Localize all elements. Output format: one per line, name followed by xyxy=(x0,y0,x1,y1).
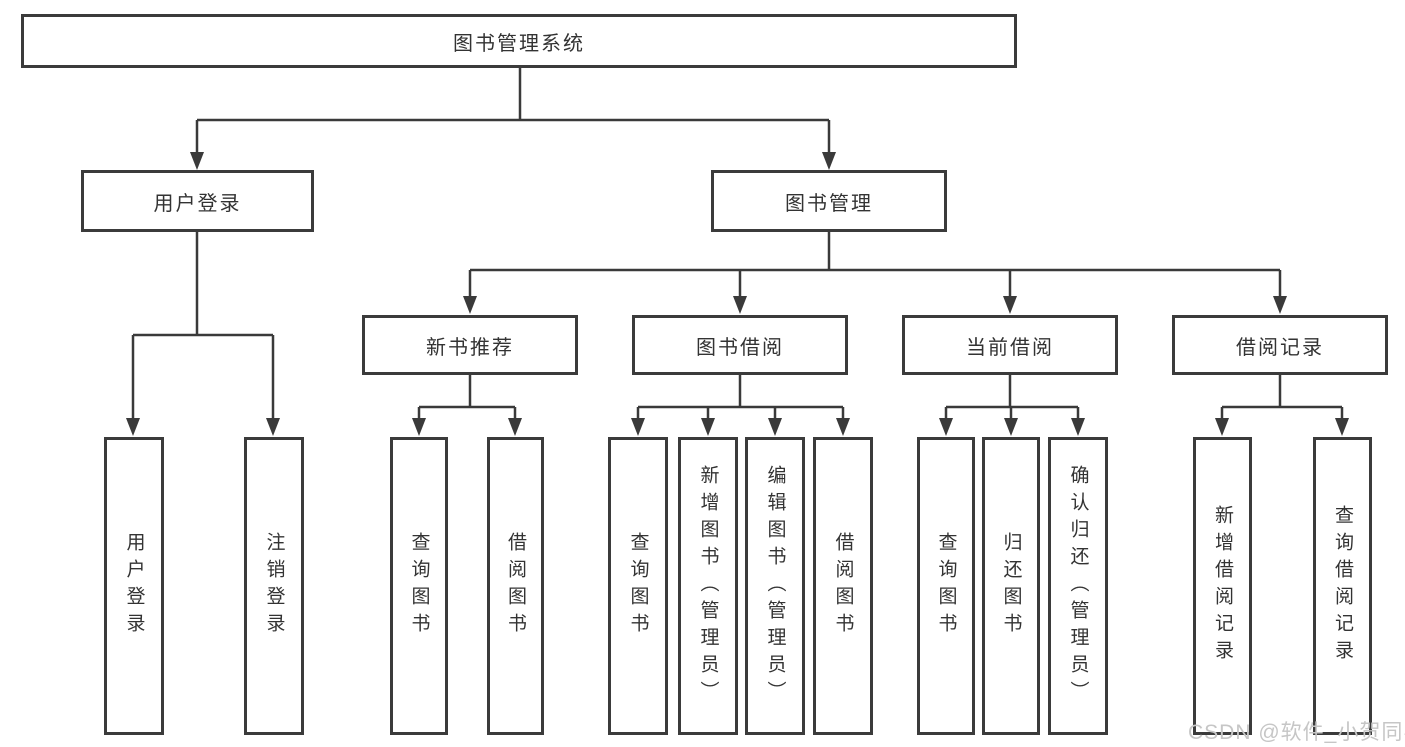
leaf-edit-book-admin: 编辑图书（管理员） xyxy=(745,437,805,735)
leaf-query-borrow-record: 查询借阅记录 xyxy=(1313,437,1372,735)
arrowheads xyxy=(126,152,1349,436)
node-library-management-system: 图书管理系统 xyxy=(21,14,1017,68)
node-label: 图书管理系统 xyxy=(453,32,585,55)
node-user-login: 用户登录 xyxy=(81,170,314,232)
leaf-query-books-3: 查询图书 xyxy=(917,437,975,735)
leaf-borrow-books-1: 借阅图书 xyxy=(487,437,544,735)
node-current-borrowing: 当前借阅 xyxy=(902,315,1118,375)
leaf-query-books-1: 查询图书 xyxy=(390,437,448,735)
node-label: 用户登录 xyxy=(153,192,242,215)
node-label: 借阅图书 xyxy=(505,532,526,640)
node-label: 用户登录 xyxy=(123,532,145,640)
leaf-return-book: 归还图书 xyxy=(982,437,1040,735)
node-label: 图书借阅 xyxy=(696,336,784,359)
leaf-borrow-books-2: 借阅图书 xyxy=(813,437,873,735)
node-label: 借阅图书 xyxy=(832,532,854,640)
leaf-logout: 注销登录 xyxy=(244,437,304,735)
node-label: 查询借阅记录 xyxy=(1332,505,1353,667)
node-label: 查询图书 xyxy=(627,532,649,640)
node-label: 归还图书 xyxy=(1000,532,1022,640)
node-label: 图书管理 xyxy=(785,192,873,215)
node-label: 当前借阅 xyxy=(966,336,1054,359)
node-label: 注销登录 xyxy=(263,532,285,640)
leaf-add-book-admin: 新增图书（管理员） xyxy=(678,437,738,735)
node-label: 新书推荐 xyxy=(426,336,514,359)
node-label: 查询图书 xyxy=(935,532,957,640)
leaf-query-books-2: 查询图书 xyxy=(608,437,668,735)
node-borrowing-records: 借阅记录 xyxy=(1172,315,1388,375)
node-label: 新增图书（管理员） xyxy=(697,464,719,708)
leaf-add-borrow-record: 新增借阅记录 xyxy=(1193,437,1252,735)
connector-paths xyxy=(131,68,1344,420)
leaf-confirm-return-admin: 确认归还（管理员） xyxy=(1048,437,1108,735)
node-book-borrowing: 图书借阅 xyxy=(632,315,848,375)
node-label: 确认归还（管理员） xyxy=(1067,464,1089,708)
node-label: 新增借阅记录 xyxy=(1212,505,1233,667)
node-label: 编辑图书（管理员） xyxy=(764,464,786,708)
csdn-watermark: CSDN @软件_小贺同学 xyxy=(1188,721,1405,744)
node-new-book-recommendation: 新书推荐 xyxy=(362,315,578,375)
node-label: 查询图书 xyxy=(408,532,430,640)
leaf-user-login: 用户登录 xyxy=(104,437,164,735)
node-book-management: 图书管理 xyxy=(711,170,947,232)
node-label: 借阅记录 xyxy=(1236,336,1324,359)
